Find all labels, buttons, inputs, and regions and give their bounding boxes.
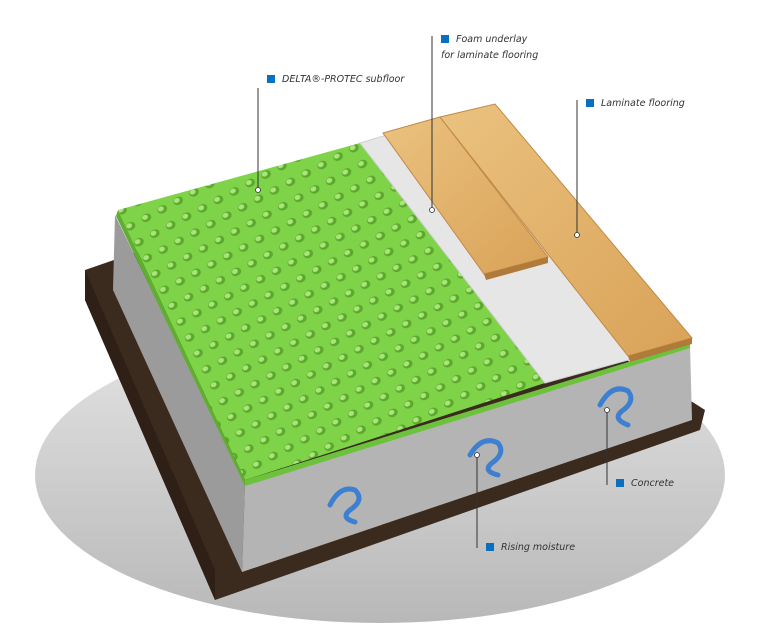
label-text: for laminate flooring	[441, 50, 539, 61]
moisture-arrow-icon	[327, 386, 634, 525]
label-rising-moisture: Rising moisture	[486, 540, 575, 556]
marker-square-icon	[616, 479, 624, 487]
marker-square-icon	[486, 543, 494, 551]
label-text: Foam underlay	[456, 34, 528, 45]
leader-lines	[257, 36, 608, 548]
label-text: Concrete	[631, 478, 675, 489]
concrete-front-face	[242, 345, 692, 572]
marker-square-icon	[441, 35, 449, 43]
label-subfloor: DELTA®-PROTEC subfloor	[267, 72, 404, 88]
concrete-left-face	[113, 215, 245, 572]
label-foam-underlay: Foam underlay for laminate flooring	[441, 32, 538, 64]
label-laminate: Laminate flooring	[586, 96, 685, 112]
marker-square-icon	[267, 75, 275, 83]
label-text: Laminate flooring	[601, 98, 685, 109]
label-text: Rising moisture	[501, 542, 576, 553]
label-concrete: Concrete	[616, 476, 674, 492]
label-text: DELTA®-PROTEC subfloor	[282, 74, 405, 85]
marker-square-icon	[586, 99, 594, 107]
dimpled-membrane	[118, 143, 545, 480]
